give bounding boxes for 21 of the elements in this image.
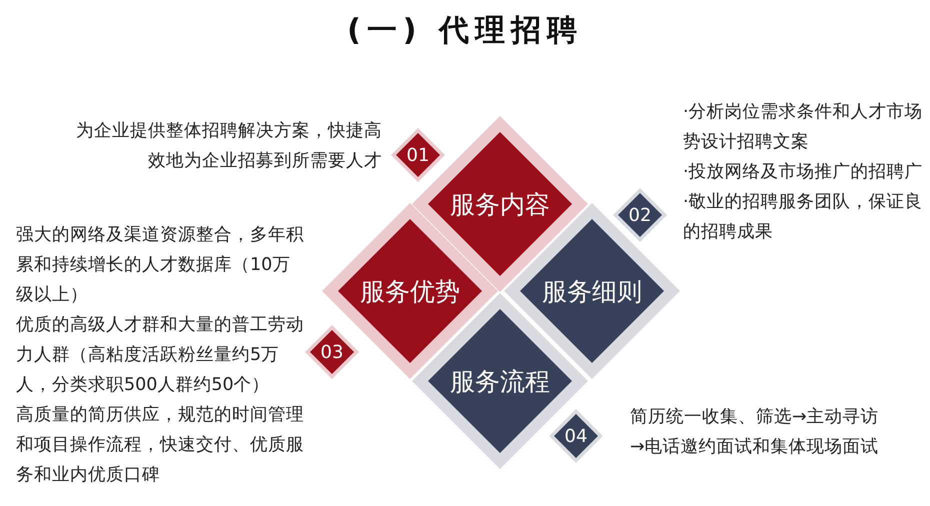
- number-diamond: [613, 188, 667, 242]
- tile-label: 服务优势: [360, 276, 460, 308]
- tile-label: 服务内容: [450, 188, 550, 220]
- title: (一) 代理招聘: [346, 12, 584, 50]
- step-number: 04: [564, 426, 588, 446]
- description-text: 强大的网络及渠道资源整合，多年积累和持续增长的人才数据库（10万级以上）: [16, 224, 305, 307]
- step-number: 03: [320, 342, 344, 362]
- description-text: 高质量的简历供应，规范的时间管理和项目操作流程，快速交付、优质服务和业内优质口碑: [16, 404, 305, 487]
- tile-label: 服务细则: [542, 276, 642, 308]
- description-text: 为企业提供整体招聘解决方案，快捷高效地为企业招募到所需要人才: [75, 120, 382, 173]
- description-text: 优质的高级人才群和大量的普工劳动力人群（高粘度活跃粉丝量约5万人，分类求职500人群约50个）: [16, 314, 305, 397]
- description-text: ·分析岗位需求条件和人才市场势设计招聘文案: [683, 101, 923, 154]
- step-number: 01: [406, 144, 430, 166]
- description-text: 简历统一收集、筛选→主动寻访→电话邀约面试和集体现场面试: [630, 406, 880, 459]
- number-diamond: [305, 325, 359, 379]
- tile-label: 服务流程: [450, 366, 550, 398]
- description-text: ·敬业的招聘服务团队，保证良的招聘成果: [683, 191, 923, 244]
- number-diamond: [549, 409, 603, 463]
- description-text: ·投放网络及市场推广的招聘广: [683, 161, 923, 184]
- step-number: 02: [628, 204, 652, 226]
- number-diamond: [391, 128, 445, 182]
